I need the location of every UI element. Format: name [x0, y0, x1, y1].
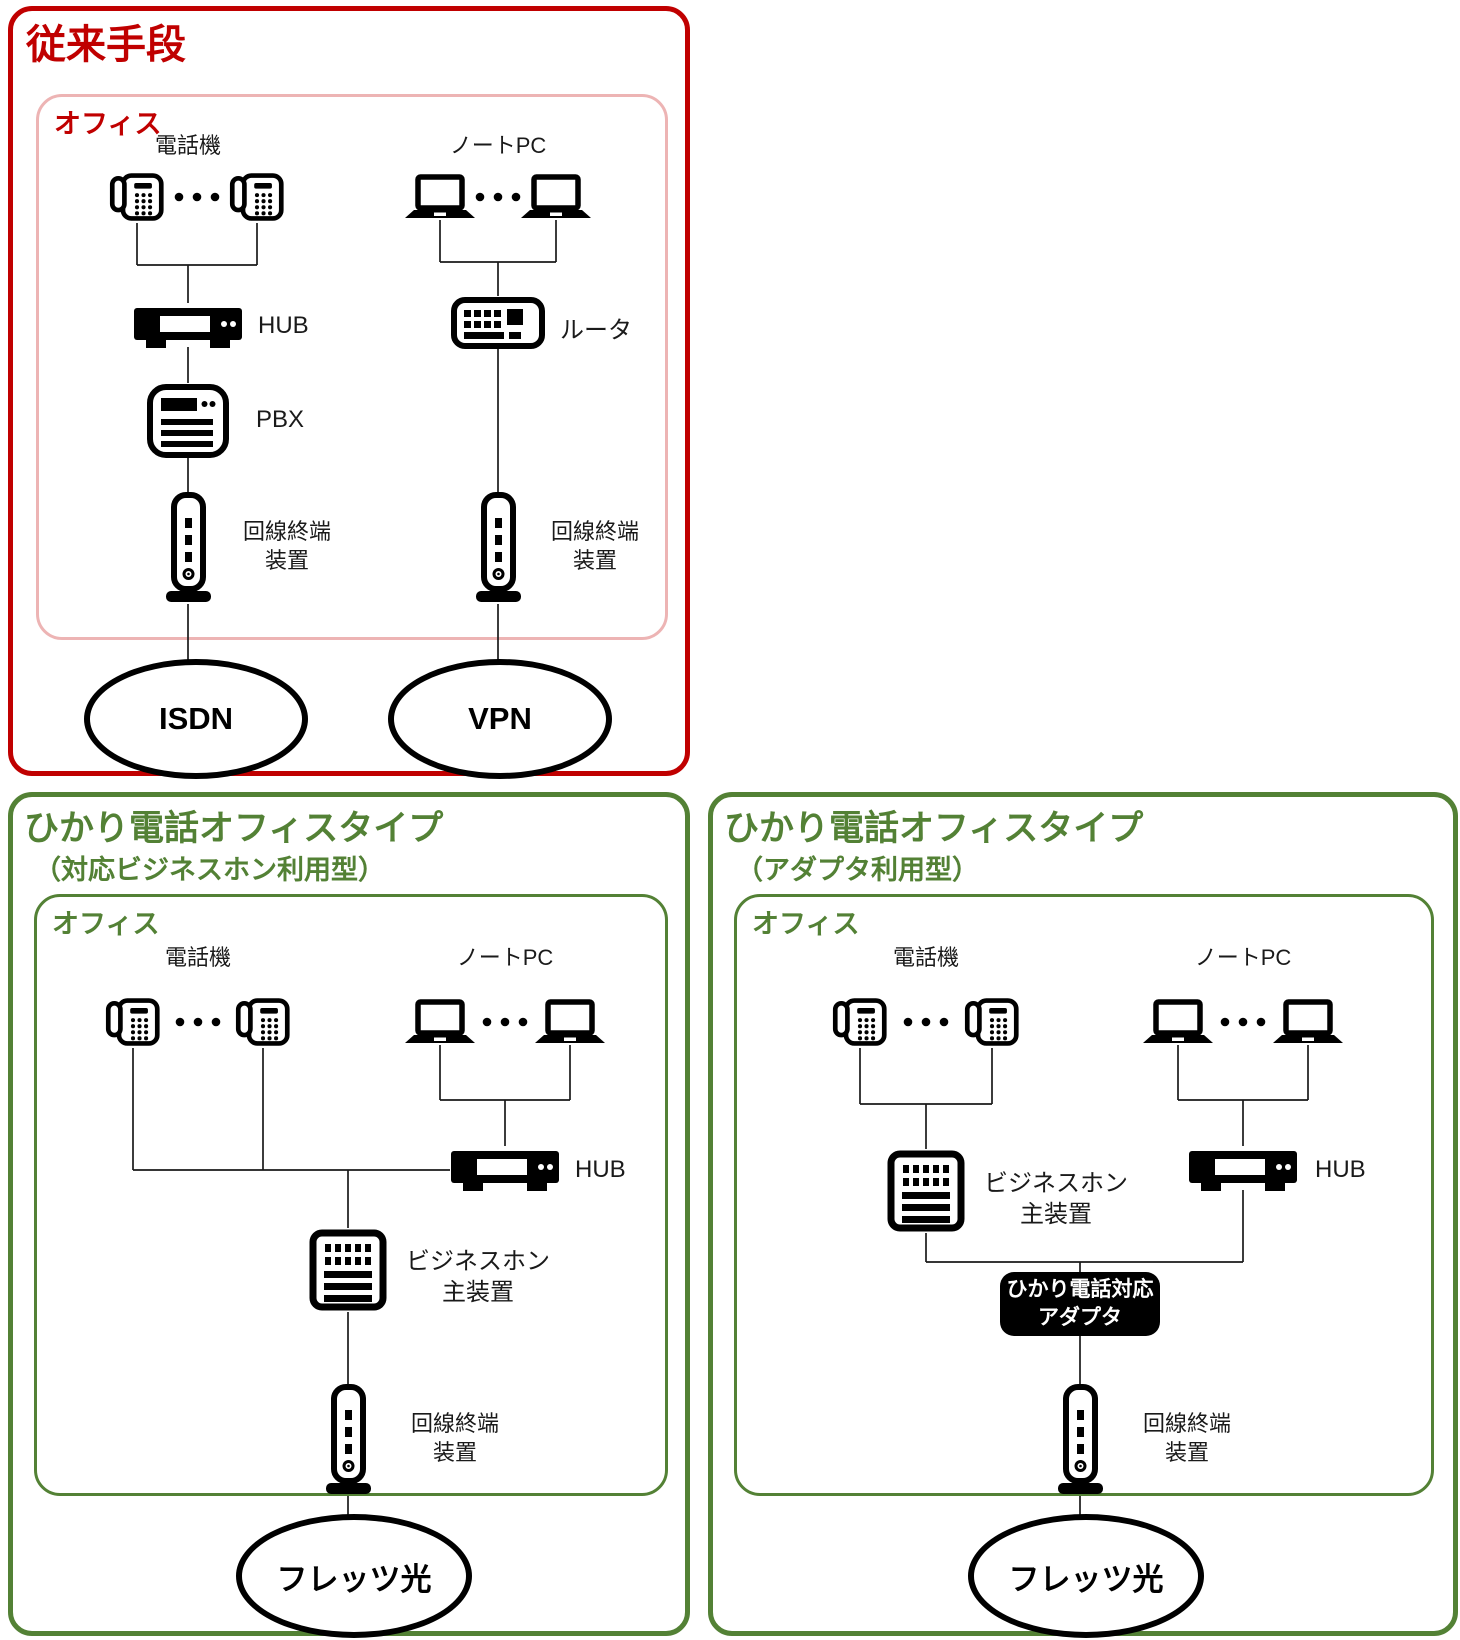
ellipsis-dots-icon [472, 191, 524, 203]
hikari-adapter-box: ひかり電話対応 アダプタ [1000, 1272, 1160, 1336]
laptop-icon [404, 999, 476, 1045]
router-icon [450, 296, 546, 350]
onu-icon [1052, 1384, 1108, 1496]
ellipsis-dots-icon [900, 1016, 952, 1028]
hub-label: HUB [258, 312, 309, 339]
laptops-label: ノートPC [449, 133, 547, 158]
onu-label: 回線終端 装置 [410, 1411, 499, 1465]
phone-icon [109, 171, 165, 223]
flets-network-ellipse: フレッツ光 [236, 1514, 472, 1638]
panel-subtitle-biz-phone: （対応ビジネスホン利用型） [34, 855, 385, 885]
office-box-adapter [734, 894, 1434, 1496]
panel-title-biz-phone: ひかり電話オフィスタイプ [24, 809, 444, 848]
ellipsis-dots-icon [172, 1016, 224, 1028]
onu-label: 回線終端 装置 [242, 519, 331, 573]
laptop-icon [534, 999, 606, 1045]
bizphone-main-unit-label: ビジネスホン 主装置 [406, 1248, 550, 1307]
office-box-biz-phone [34, 894, 668, 1496]
flets-network-ellipse: フレッツ光 [968, 1514, 1204, 1638]
phone-icon [105, 996, 161, 1048]
office-label-traditional: オフィス [54, 109, 162, 139]
phone-icon [229, 171, 285, 223]
office-box-traditional [36, 94, 668, 640]
panel-subtitle-adapter: （アダプタ利用型） [736, 855, 979, 885]
ellipsis-dots-icon [1217, 1016, 1269, 1028]
laptops-label: ノートPC [1194, 945, 1292, 970]
vpn-network-ellipse: VPN [388, 659, 612, 779]
traditional-panel [8, 6, 690, 776]
bizphone-main-unit-icon [886, 1149, 966, 1233]
laptop-icon [1142, 999, 1214, 1045]
panel-title-traditional: 従来手段 [26, 23, 186, 67]
onu-icon [470, 492, 526, 604]
ellipsis-dots-icon [171, 191, 223, 203]
bizphone-main-unit-icon [308, 1228, 388, 1312]
phone-icon [964, 996, 1020, 1048]
laptop-icon [404, 174, 476, 220]
phones-label: 電話機 [164, 945, 231, 970]
hub-icon [450, 1146, 560, 1194]
hub-label: HUB [575, 1156, 626, 1183]
panel-title-adapter: ひかり電話オフィスタイプ [724, 809, 1144, 848]
laptop-icon [520, 174, 592, 220]
pbx-label: PBX [256, 406, 305, 433]
onu-label: 回線終端 装置 [1142, 1411, 1231, 1465]
hub-icon [133, 303, 243, 351]
pbx-icon [146, 383, 230, 459]
laptop-icon [1272, 999, 1344, 1045]
isdn-network-ellipse: ISDN [84, 659, 308, 779]
bizphone-main-unit-label: ビジネスホン 主装置 [984, 1170, 1128, 1229]
phone-icon [832, 996, 888, 1048]
onu-icon [160, 492, 216, 604]
hub-label: HUB [1315, 1156, 1366, 1183]
onu-label: 回線終端 装置 [550, 519, 639, 573]
onu-icon [320, 1384, 376, 1496]
phone-icon [235, 996, 291, 1048]
phones-label: 電話機 [892, 945, 959, 970]
office-label-adapter: オフィス [752, 909, 860, 939]
hub-icon [1188, 1146, 1298, 1194]
office-label-biz-phone: オフィス [52, 909, 160, 939]
phones-label: 電話機 [154, 133, 221, 158]
laptops-label: ノートPC [456, 945, 554, 970]
ellipsis-dots-icon [479, 1016, 531, 1028]
router-label: ルータ [560, 317, 632, 344]
